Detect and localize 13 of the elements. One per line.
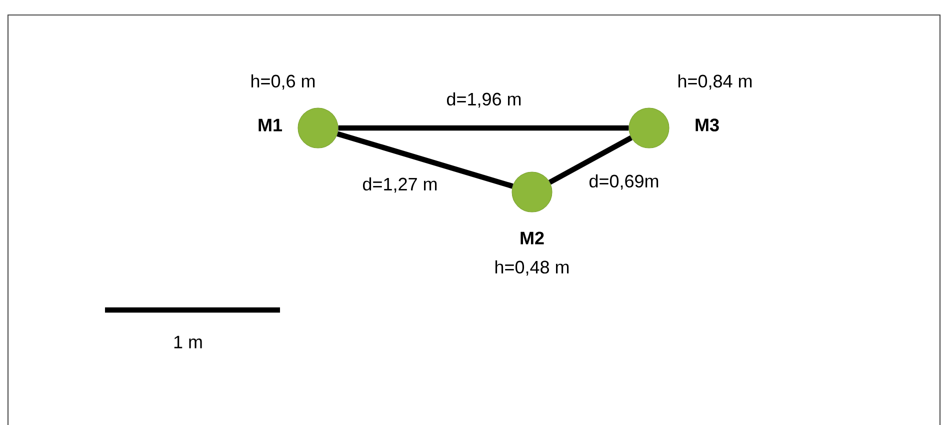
connector-line — [548, 135, 632, 185]
connector-line — [336, 131, 514, 189]
height-label: h=0,48 m — [496, 260, 569, 276]
height-label: h=0,6 m — [252, 74, 315, 90]
distance-label: d=1,27 m — [360, 176, 440, 194]
point-label: M2 — [520, 232, 544, 244]
point-label: M1 — [258, 118, 282, 132]
height-label: h=0,84 m — [678, 74, 752, 90]
distance-label: d=1,96 m — [444, 91, 524, 109]
connector-line — [338, 125, 629, 131]
scale-label: 1 m — [174, 336, 202, 348]
point-label: M3 — [696, 118, 719, 132]
distance-label: d=0,69m — [587, 173, 661, 191]
